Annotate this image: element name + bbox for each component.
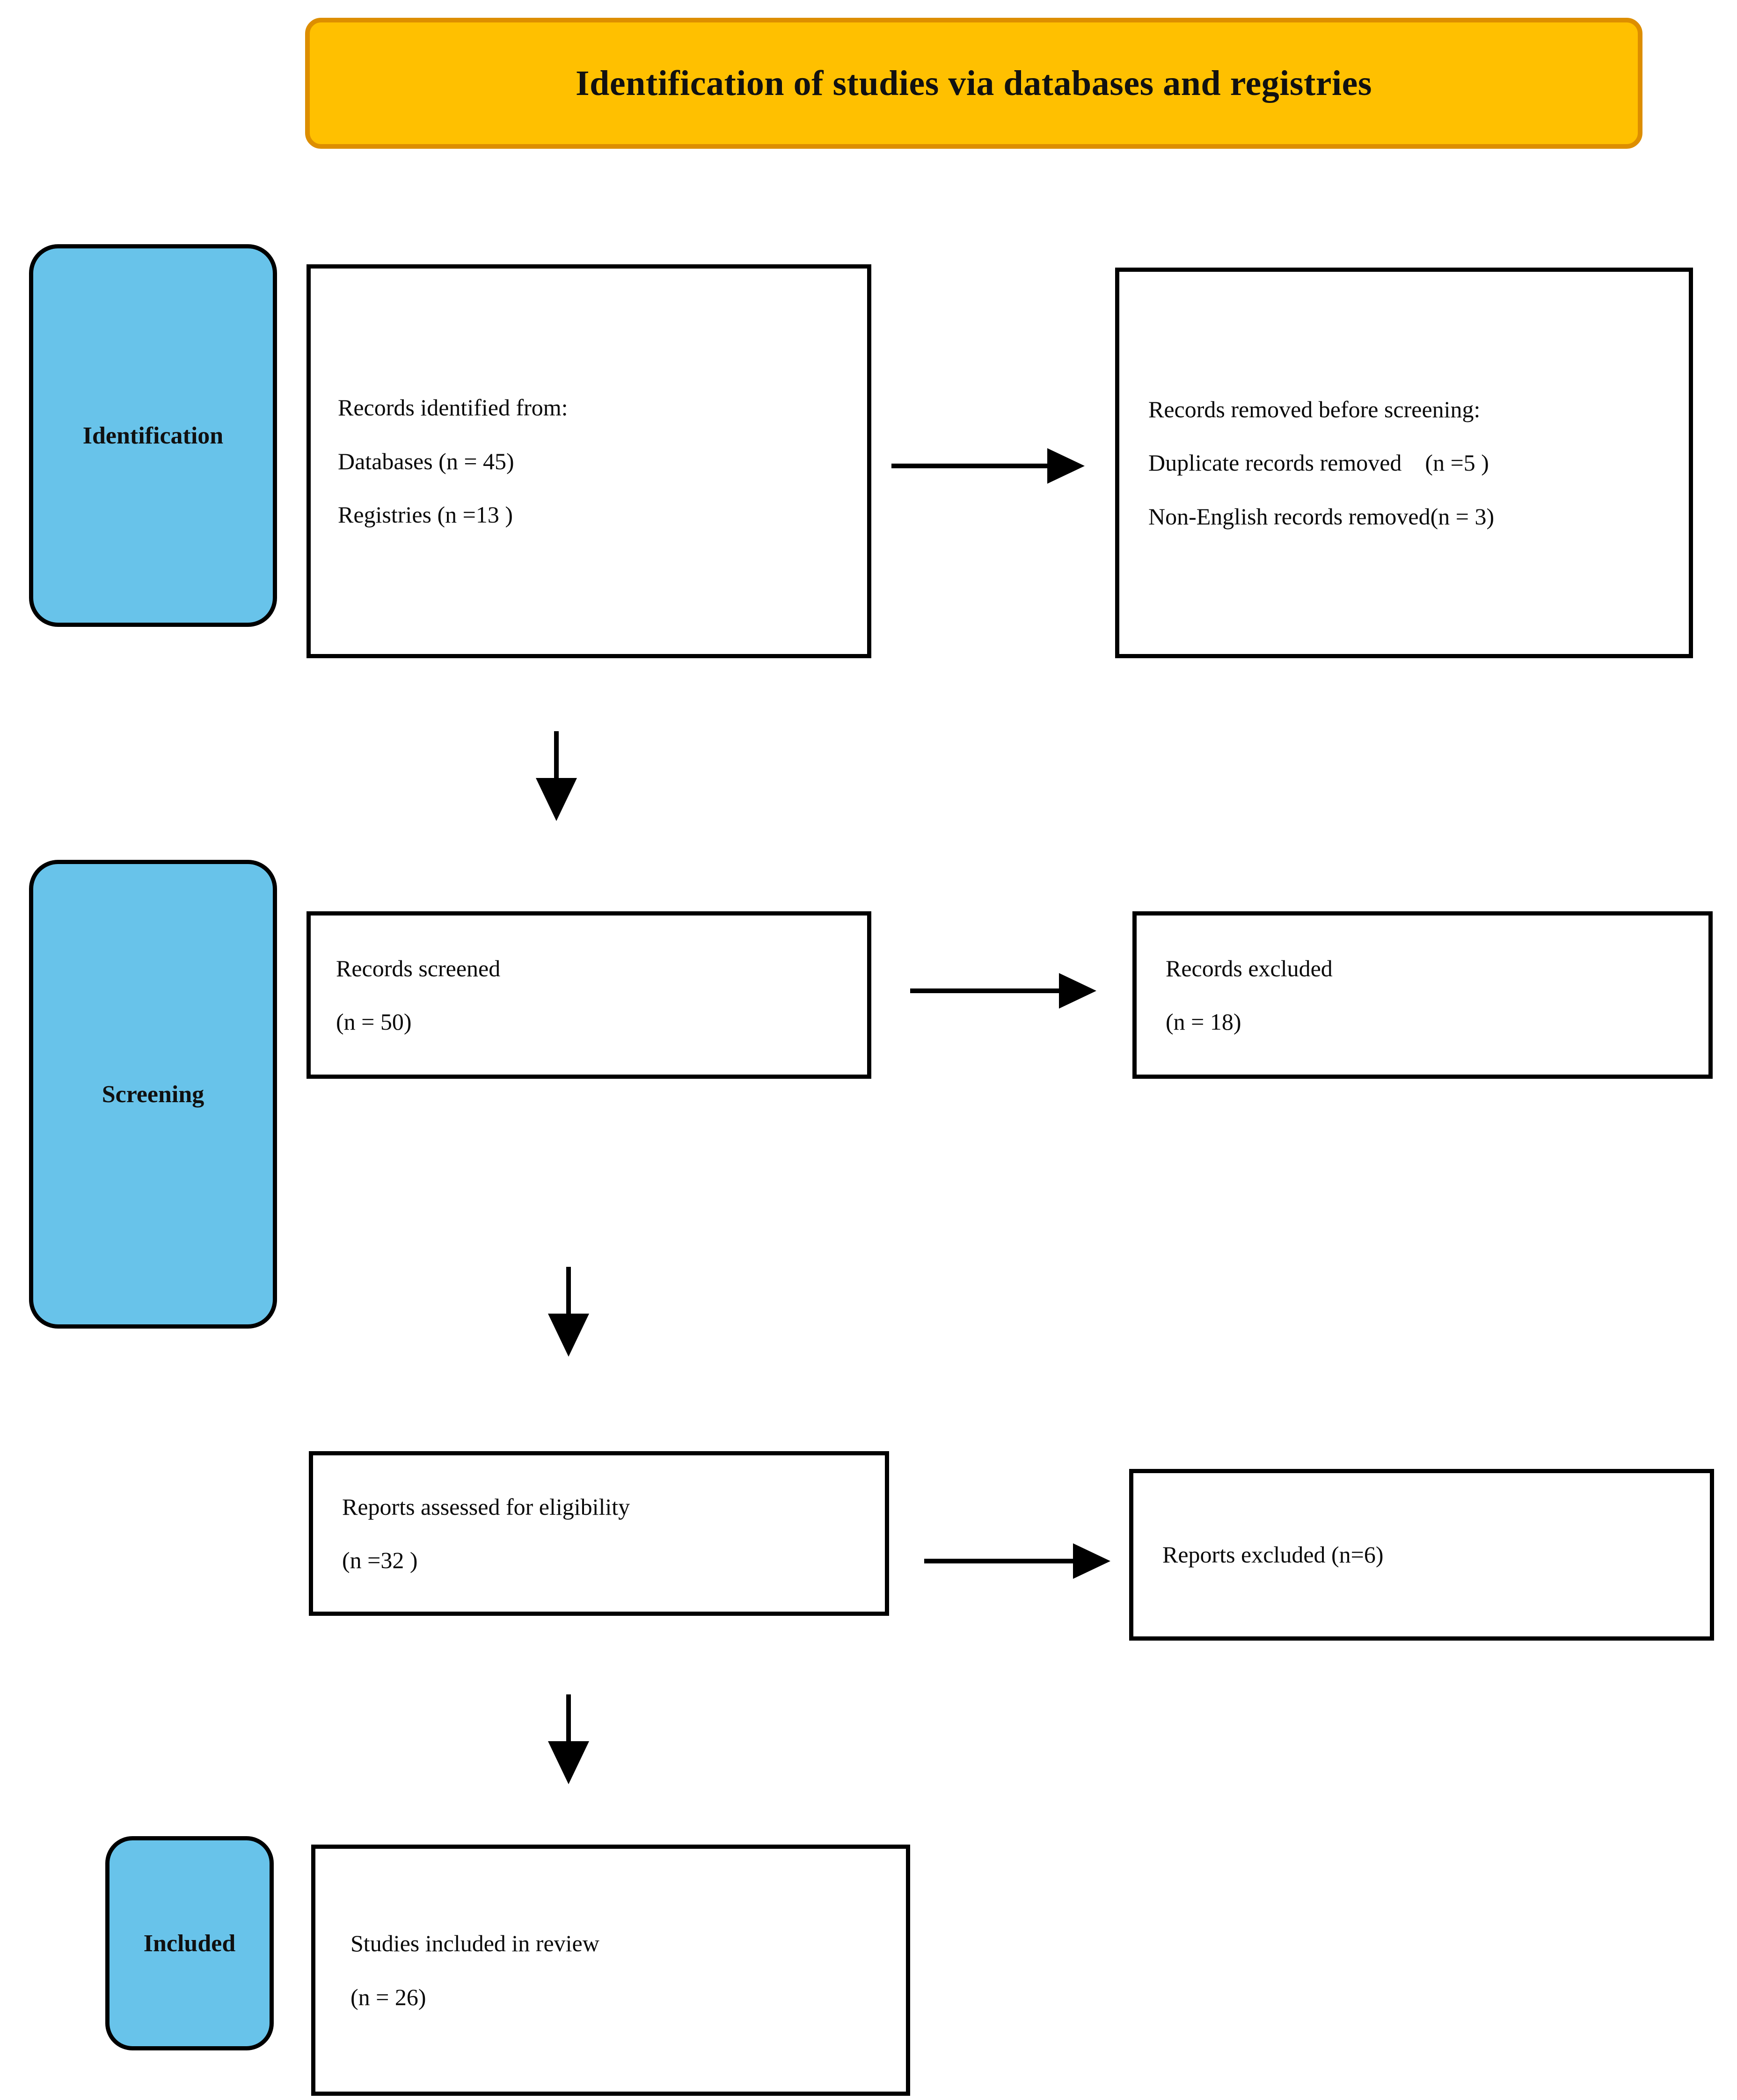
box-line: Records identified from: bbox=[338, 394, 568, 421]
box-content: Records removed before screening: Duplic… bbox=[1119, 397, 1689, 529]
box-line: Records excluded bbox=[1166, 955, 1333, 981]
title-banner: Identification of studies via databases … bbox=[305, 18, 1642, 149]
box-reports-excluded: Reports excluded (n=6) bbox=[1129, 1469, 1714, 1641]
arrow-head-right-icon bbox=[1073, 1543, 1110, 1579]
arrow-head-down-icon bbox=[548, 1741, 589, 1784]
stage-label-text: Screening bbox=[102, 1081, 204, 1108]
arrow-shaft bbox=[910, 988, 1065, 993]
box-line: Reports excluded (n=6) bbox=[1162, 1541, 1384, 1568]
box-content: Records excluded (n = 18) bbox=[1137, 956, 1708, 1034]
arrow-shaft bbox=[566, 1694, 571, 1747]
box-line: Databases (n = 45) bbox=[338, 448, 514, 474]
box-line: Reports assessed for eligibility bbox=[342, 1493, 630, 1520]
arrow-head-down-icon bbox=[536, 778, 577, 821]
box-line: Registries (n =13 ) bbox=[338, 501, 513, 528]
box-content: Studies included in review (n = 26) bbox=[315, 1931, 906, 2009]
box-content: Reports excluded (n=6) bbox=[1133, 1542, 1710, 1567]
box-line: Duplicate records removed (n =5 ) bbox=[1148, 450, 1489, 476]
box-line: (n = 26) bbox=[350, 1984, 426, 2010]
stage-label-screening: Screening bbox=[29, 860, 277, 1329]
box-content: Reports assessed for eligibility (n =32 … bbox=[313, 1493, 885, 1573]
arrow-head-right-icon bbox=[1047, 448, 1085, 484]
arrow-head-right-icon bbox=[1059, 973, 1096, 1009]
box-content: Records screened (n = 50) bbox=[311, 956, 867, 1034]
stage-label-identification: Identification bbox=[29, 244, 277, 627]
page-title: Identification of studies via databases … bbox=[576, 63, 1372, 103]
box-records-excluded: Records excluded (n = 18) bbox=[1132, 911, 1713, 1079]
box-line: Records screened bbox=[336, 955, 501, 981]
box-content: Records identified from: Databases (n = … bbox=[311, 395, 867, 527]
arrow-head-down-icon bbox=[548, 1314, 589, 1357]
box-line: (n = 50) bbox=[336, 1009, 412, 1035]
box-reports-assessed-for-eligibility: Reports assessed for eligibility (n =32 … bbox=[309, 1451, 889, 1616]
stage-label-text: Included bbox=[143, 1930, 236, 1957]
box-line: Non-English records removed(n = 3) bbox=[1148, 503, 1495, 530]
box-records-screened: Records screened (n = 50) bbox=[307, 911, 871, 1079]
stage-label-text: Identification bbox=[82, 422, 224, 449]
arrow-shaft bbox=[891, 464, 1053, 468]
box-records-identified: Records identified from: Databases (n = … bbox=[307, 264, 871, 658]
box-studies-included-in-review: Studies included in review (n = 26) bbox=[311, 1845, 910, 2096]
box-line: Studies included in review bbox=[350, 1930, 599, 1956]
arrow-shaft bbox=[566, 1267, 571, 1319]
box-line: Records removed before screening: bbox=[1148, 396, 1481, 422]
arrow-shaft bbox=[924, 1559, 1079, 1563]
box-line: (n = 18) bbox=[1166, 1009, 1241, 1035]
stage-label-included: Included bbox=[105, 1836, 274, 2050]
arrow-shaft bbox=[554, 731, 559, 784]
box-records-removed: Records removed before screening: Duplic… bbox=[1115, 268, 1693, 658]
box-line: (n =32 ) bbox=[342, 1547, 418, 1573]
